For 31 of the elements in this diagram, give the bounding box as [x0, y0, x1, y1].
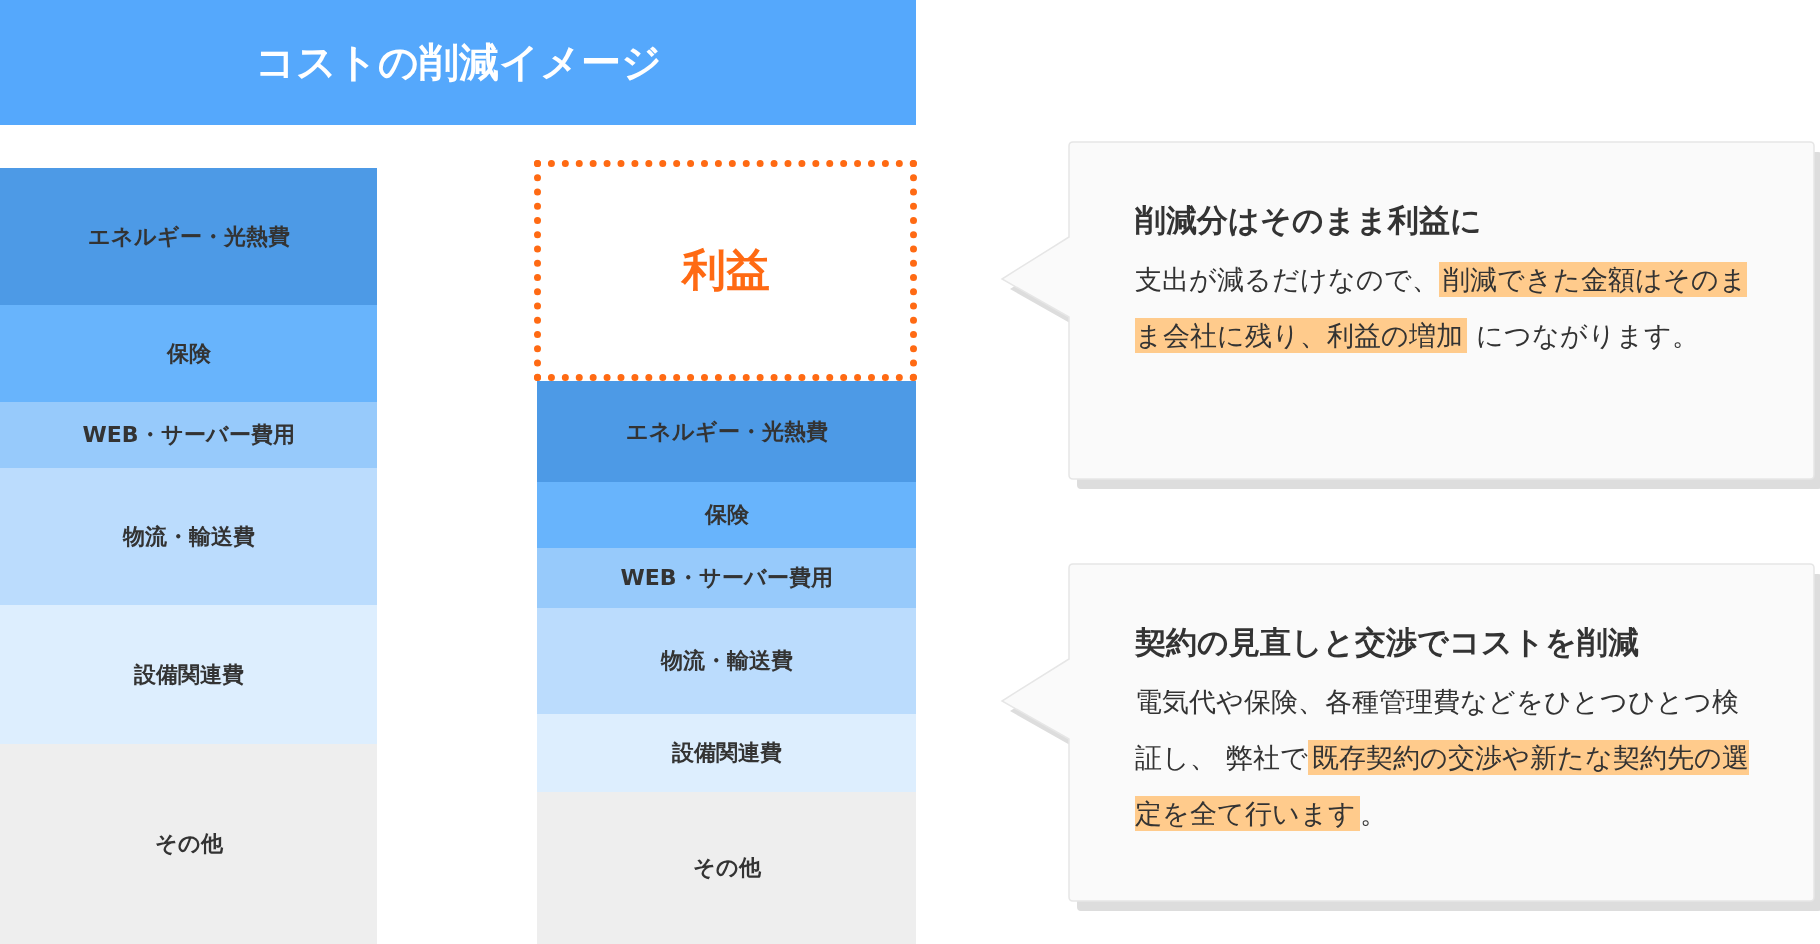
cost-bar-segment	[0, 605, 377, 744]
cost-bar-segment	[0, 305, 377, 402]
cost-label: エネルギー・光熱費	[87, 222, 290, 251]
cost-label: WEB・サーバー費用	[620, 564, 833, 592]
cost-bar-segment	[537, 381, 916, 482]
cost-label: 保険	[166, 339, 211, 368]
profit-box	[534, 160, 917, 381]
cost-bar-segment	[0, 468, 377, 605]
cost-bar-segment	[537, 792, 916, 944]
cost-bar-segment	[0, 168, 377, 305]
cost-bar-segment	[0, 744, 377, 944]
speech-bubble	[1002, 564, 1820, 909]
cost-bar-segment	[537, 608, 916, 714]
cost-bar-segment	[537, 548, 916, 608]
cost-bar-segment	[0, 402, 377, 468]
cost-bar-segment	[537, 482, 916, 548]
title: コストの削減イメージ	[254, 38, 662, 87]
cost-label: 保険	[704, 501, 749, 529]
callout-heading: 削減分はそのまま利益に	[1135, 201, 1483, 240]
cost-label: その他	[692, 854, 761, 882]
callout-heading: 契約の見直しと交渉でコストを削減	[1135, 623, 1640, 662]
cost-label: 物流・輸送費	[660, 647, 793, 675]
cost-label: 物流・輸送費	[122, 522, 255, 551]
cost-bar-segment	[537, 714, 916, 792]
cost-label: 設備関連費	[133, 660, 244, 689]
cost-label: エネルギー・光熱費	[625, 417, 828, 446]
profit-label: 利益	[681, 243, 770, 297]
cost-label: 設備関連費	[671, 739, 782, 767]
cost-label: その他	[154, 830, 223, 858]
speech-bubble	[1002, 142, 1820, 487]
cost-label: WEB・サーバー費用	[82, 421, 295, 449]
